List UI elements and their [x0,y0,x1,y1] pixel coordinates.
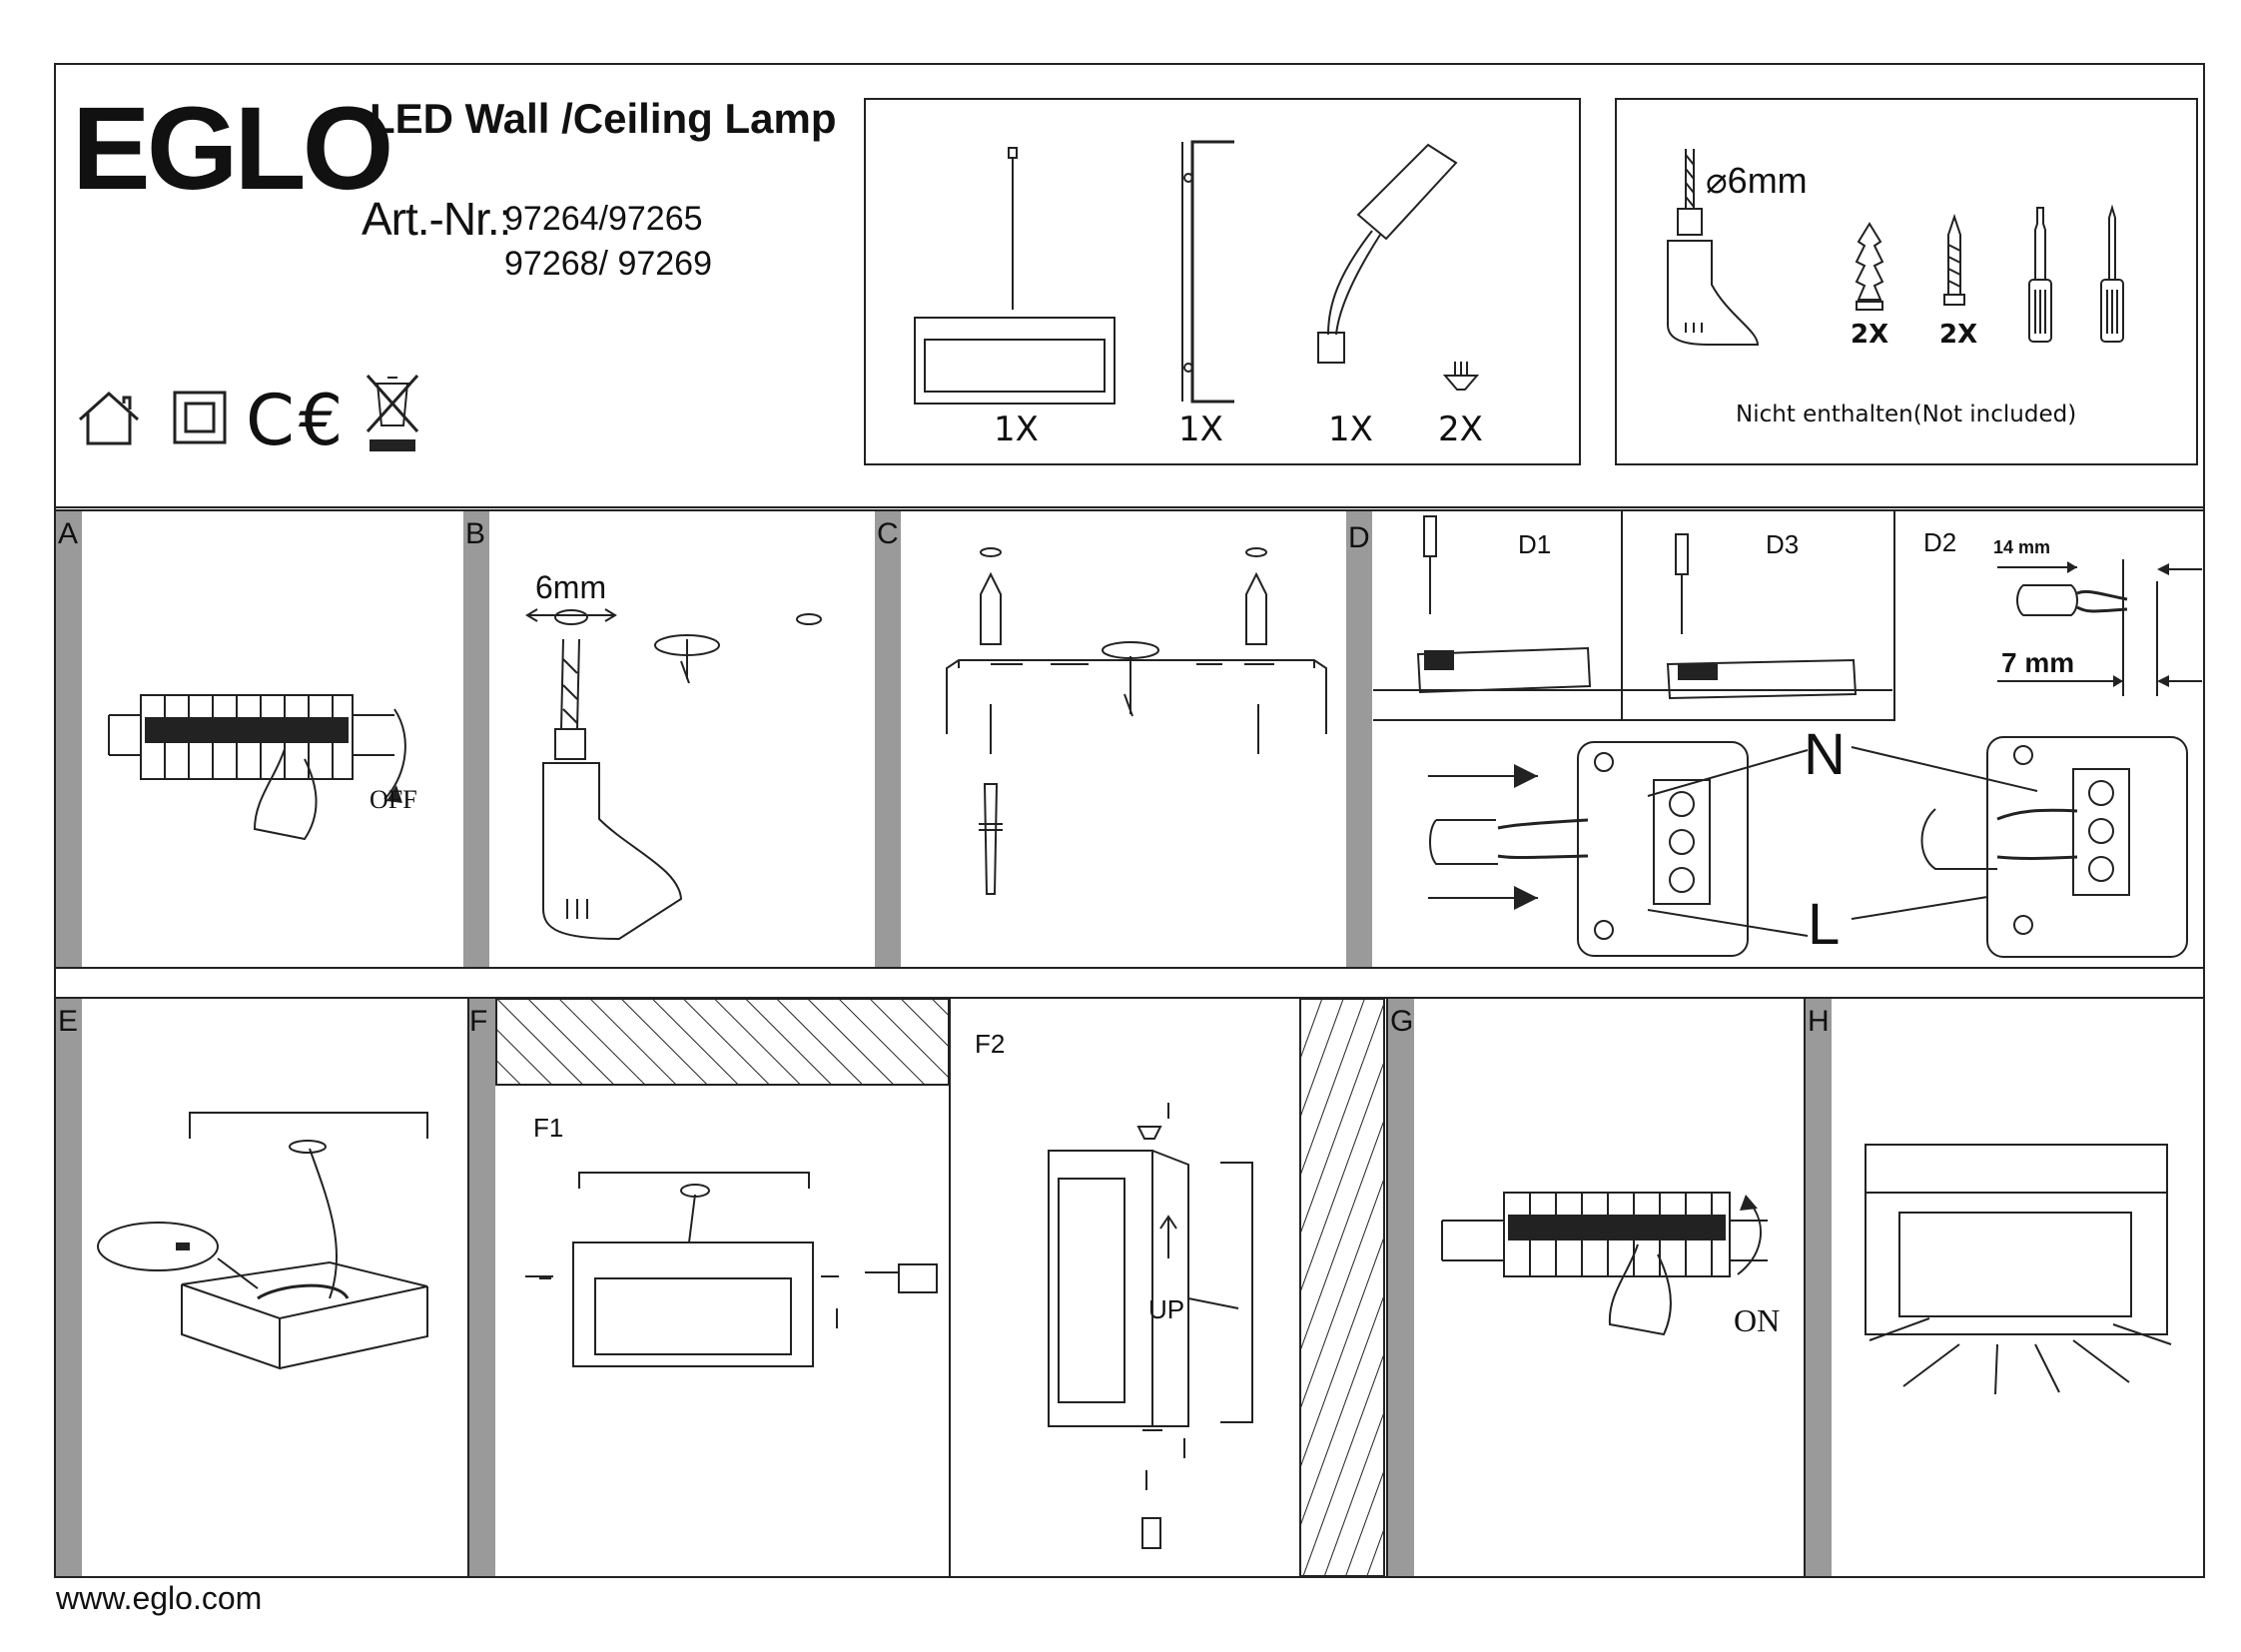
flat-screwdriver-icon [2028,207,2052,343]
step-e-label: E [58,1005,79,1038]
driver-part [1317,143,1458,364]
strip-h [1806,999,1832,1576]
divider-ef [467,999,469,1576]
d-divider-v1 [1621,511,1623,721]
terminal-block-left [1428,741,1749,957]
lamp-body-part [914,147,1116,405]
wire-arrows-n [1647,749,1809,937]
screw-qty: 2X [1939,320,1978,350]
neutral-label: N [1804,722,1846,787]
live-label: L [1808,892,1841,957]
tools-box [1615,98,2198,465]
ce-mark-icon: C€ [246,380,348,461]
wood-screw-icon [1943,213,1965,306]
not-included-note: Nicht enthalten(Not included) [1736,402,2077,427]
up-label: UP [1148,1294,1185,1324]
step-c-label: C [877,517,899,550]
terminal-block-right [1851,736,2188,958]
cable-strip-diagram [1997,559,2202,696]
row1-top [54,509,2205,511]
row2-top [54,997,2205,999]
outer-frame [54,63,2205,1578]
ceiling-hatch [495,998,950,1086]
strip-short-label: 7 mm [2001,647,2075,678]
screw-part [1442,362,1480,391]
driver-open-d1 [1416,515,1592,694]
step-f-label: F [469,1005,488,1038]
f2-label: F2 [975,1029,1006,1059]
class-ii-icon [173,391,227,444]
strip-a [56,511,82,967]
step-b-label: B [465,517,486,550]
strip-f [469,999,495,1576]
weee-bin-icon [366,375,419,451]
d-divider-v2 [1893,511,1895,721]
on-text: ON [1734,1302,1781,1338]
bracket-mount-diagram [946,547,1327,895]
strip-d [1346,511,1372,967]
off-text: OFF [370,785,417,814]
d-divider-h [1373,719,1894,721]
drill-size: ⌀6mm [1706,160,1808,201]
parts-box [864,98,1581,465]
phillips-screwdriver-icon [2100,204,2124,343]
drill-icon [1667,149,1760,346]
product-title: LED Wall /Ceiling Lamp [370,95,837,142]
part-qty-4: 2X [1438,410,1483,449]
driver-closed-d3 [1666,533,1858,700]
part-qty-1: 1X [994,410,1039,449]
drill-measure: 6mm [535,569,607,605]
d-divider-1 [1373,689,1892,691]
divider-f1f2 [949,999,951,1576]
divider-gh [1804,999,1806,1576]
ceiling-mount-diagram [525,1172,938,1367]
brand-logo: EGLO [72,83,393,215]
connect-diagram [97,1112,428,1370]
step-d-label: D [1348,521,1370,554]
dowel-icon [1855,222,1884,311]
d2-label: D2 [1923,527,1957,557]
art-numbers-line1: 97264/97265 [504,200,703,238]
strip-g [1388,999,1414,1576]
d3-label: D3 [1766,529,1800,559]
strip-long-label: 14 mm [1993,537,2051,557]
f1-label: F1 [533,1113,564,1143]
lit-lamp-diagram [1865,1144,2172,1395]
strip-e [56,999,82,1576]
header-divider [54,506,2205,508]
art-numbers-line2: 97268/ 97269 [504,245,712,283]
dowel-qty: 2X [1851,320,1889,350]
house-icon [78,391,140,445]
wall-hatch [1299,998,1385,1577]
d1-label: D1 [1518,529,1552,559]
website-url: www.eglo.com [56,1580,263,1616]
step-h-label: H [1808,1005,1830,1038]
part-qty-2: 1X [1178,410,1223,449]
strip-b [463,511,489,967]
bracket-part [1181,140,1234,404]
strip-c [875,511,901,967]
step-a-label: A [58,517,79,550]
wall-mount-diagram [1048,1103,1253,1549]
step-g-label: G [1390,1005,1414,1038]
drilling-diagram [525,608,822,941]
breaker-panel-on [1441,1192,1768,1336]
row-divider [54,967,2205,969]
breaker-panel-off [108,694,406,841]
divider-fg [1386,999,1388,1576]
part-qty-3: 1X [1328,410,1373,449]
art-label: Art.-Nr.: [362,193,511,245]
